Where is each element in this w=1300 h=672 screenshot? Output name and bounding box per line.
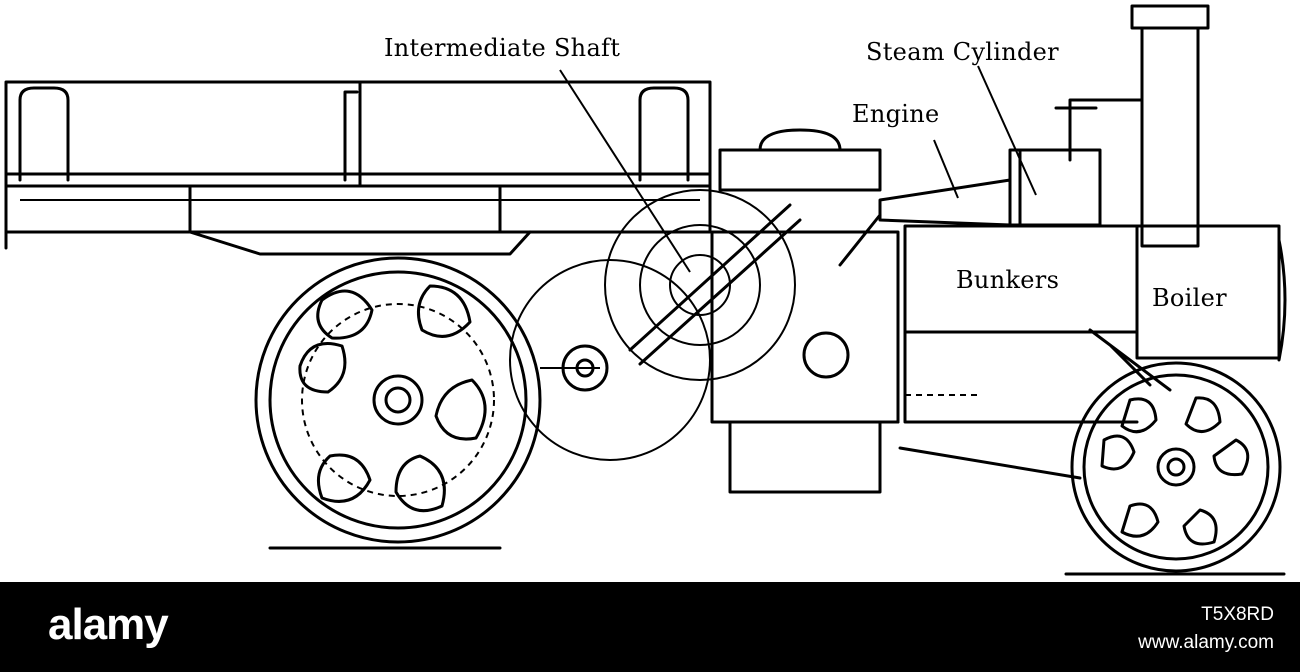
label-intermediate-shaft: Intermediate Shaft bbox=[384, 34, 621, 62]
site-url: www.alamy.com bbox=[1138, 632, 1274, 653]
steam-wagon-illustration: Intermediate Shaft Steam Cylinder Engine… bbox=[4, 4, 1287, 576]
steam-wagon-drawing bbox=[4, 4, 1287, 576]
alamy-logo: alamy bbox=[48, 600, 169, 649]
label-boiler: Boiler bbox=[1152, 284, 1227, 312]
label-steam-cylinder: Steam Cylinder bbox=[866, 38, 1059, 66]
stock-watermark-footer: alamy T5X8RD www.alamy.com bbox=[0, 582, 1300, 672]
rear-wheel bbox=[254, 256, 542, 550]
image-id: T5X8RD bbox=[1201, 604, 1274, 625]
boiler-chimney bbox=[1054, 4, 1287, 392]
intermediate-gear bbox=[509, 189, 802, 461]
label-bunkers: Bunkers bbox=[956, 266, 1060, 294]
wagon-bed bbox=[4, 80, 712, 256]
label-engine: Engine bbox=[852, 100, 940, 128]
leader-lines bbox=[559, 65, 1037, 273]
front-wheel bbox=[898, 361, 1286, 576]
